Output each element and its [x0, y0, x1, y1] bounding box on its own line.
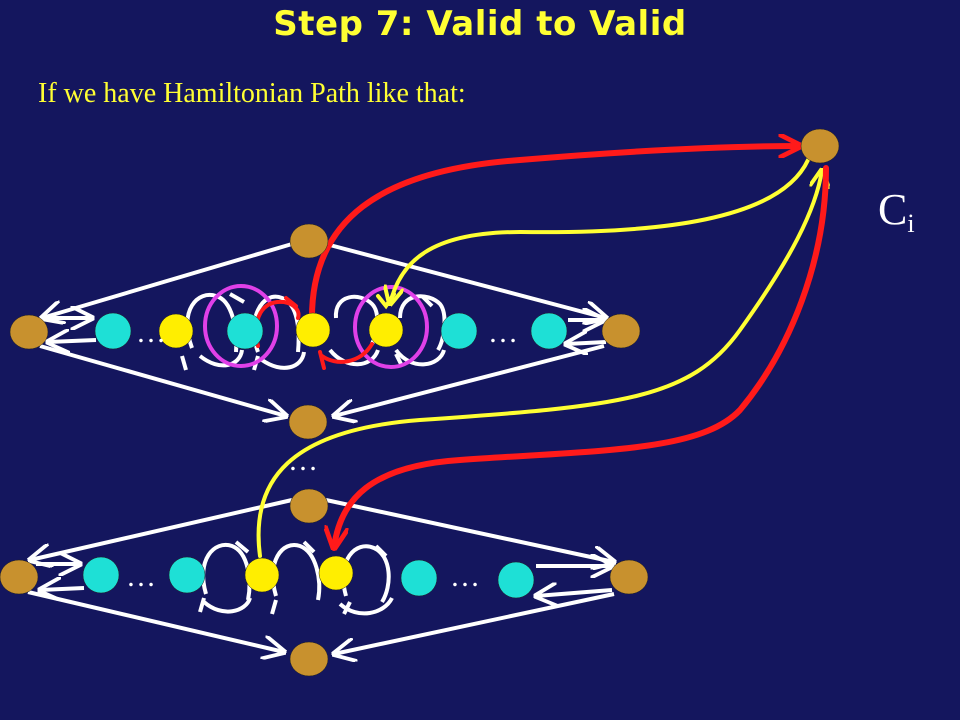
edge-right-to-bottom [334, 344, 605, 416]
edge-right-to-chain-lower [536, 590, 613, 596]
upper-inner-node-3 [440, 312, 478, 350]
edge-right-to-bottom-lower [334, 592, 615, 654]
ellipsis-upper-left: … [136, 316, 166, 349]
upper-inner-node-2 [226, 312, 264, 350]
upper-gadget-nodes [9, 223, 641, 440]
lower-loop-1 [201, 542, 252, 601]
upper-attach-node-1 [158, 313, 194, 349]
tick-lower-2 [198, 597, 206, 613]
lower-gadget-nodes [0, 488, 649, 677]
tick-lower-3 [270, 599, 278, 615]
edge-left-to-bottom [39, 344, 286, 416]
red-tick-1 [284, 296, 298, 308]
lower-loop-2 [270, 543, 322, 601]
edge-chain-to-left-lower [40, 588, 85, 590]
lower-inner-node-2 [168, 556, 206, 594]
clause-node [800, 128, 840, 164]
lower-right-node [609, 559, 649, 595]
lower-inner-node-4 [497, 561, 535, 599]
tick-lower-5 [342, 601, 352, 615]
lower-attach-node-2 [318, 555, 354, 591]
lower-bottom-node [289, 641, 329, 677]
clause-letter: C [878, 185, 908, 234]
red-path-clause-to-lower [334, 165, 829, 548]
ellipsis-between-gadgets: … [288, 444, 318, 477]
upper-top-node [289, 223, 329, 259]
slide-title: Step 7: Valid to Valid [273, 4, 687, 44]
edge-top-to-left-lower [30, 498, 293, 560]
edge-top-to-left [42, 242, 293, 318]
lower-loop-4 [202, 597, 252, 614]
tick-4 [420, 294, 434, 308]
edge-left-to-bottom-lower [27, 590, 284, 652]
lower-inner-node-1 [82, 556, 120, 594]
yellow-path-from-clause [390, 158, 810, 304]
yellow-tick-upper [376, 292, 396, 310]
ellipsis-lower-right: … [450, 560, 480, 593]
edge-chain-to-left [48, 340, 97, 342]
tick-2 [180, 355, 188, 371]
red-swirl-right [320, 342, 374, 364]
upper-left-node [9, 314, 49, 350]
tick-lower-6 [374, 544, 388, 558]
upper-attach-node-2 [295, 312, 331, 348]
upper-attach-node-3 [368, 312, 404, 348]
highlight-circle-left [203, 284, 279, 368]
edge-top-to-right-lower [325, 498, 614, 562]
upper-bottom-node [288, 404, 328, 440]
tick-lower-4 [302, 540, 316, 554]
lower-left-node [0, 559, 39, 595]
upper-inner-node-4 [530, 312, 568, 350]
ellipsis-lower-left: … [126, 560, 156, 593]
tick-1 [229, 292, 245, 304]
lower-top-node [289, 488, 329, 524]
edge-top-to-right [325, 242, 606, 318]
red-path-to-clause [308, 146, 803, 325]
edge-right-to-chain [566, 342, 607, 344]
slide-subtitle: If we have Hamiltonian Path like that: [38, 78, 466, 109]
yellow-path-lower-to-clause [256, 170, 822, 558]
upper-inner-node-1 [94, 312, 132, 350]
upper-right-node [601, 313, 641, 349]
clause-subscript: i [907, 209, 915, 238]
ellipsis-upper-right: … [488, 316, 518, 349]
ellipsis-labels: … … … … … [126, 316, 518, 593]
hamiltonian-path [254, 146, 829, 558]
lower-gadget-edges [27, 498, 615, 654]
red-tick-2 [318, 350, 326, 370]
clause-label: Ci [878, 184, 915, 239]
lower-attach-node-1 [244, 557, 280, 593]
tick-lower-1 [234, 540, 250, 554]
lower-inner-node-3 [400, 559, 438, 597]
